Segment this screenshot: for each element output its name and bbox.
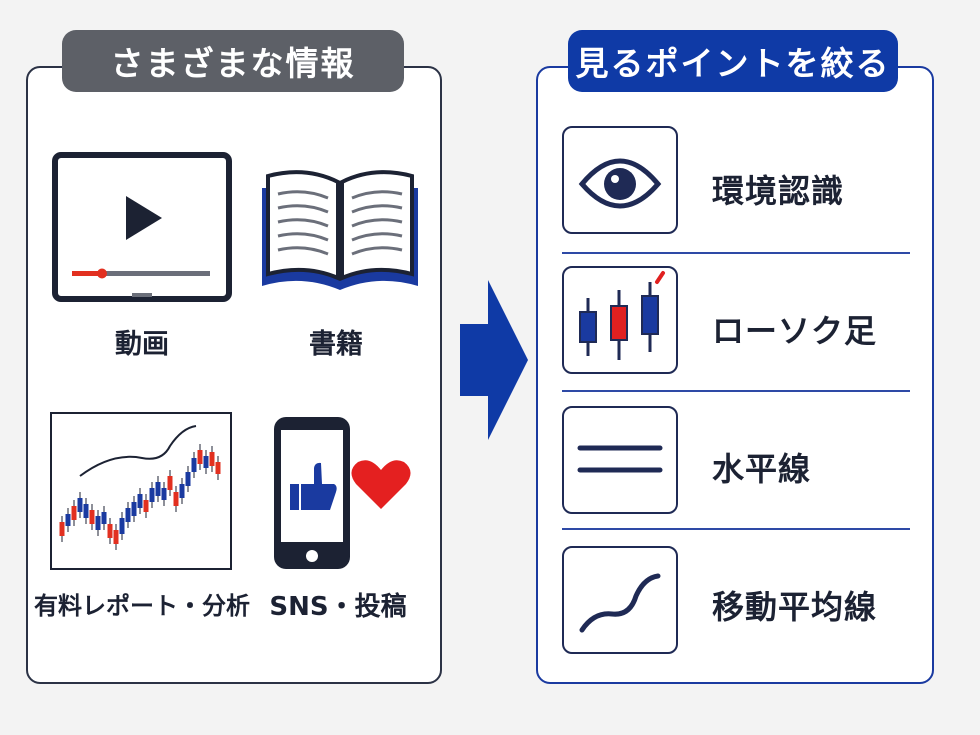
candle-body: [77, 498, 83, 512]
candle-body: [209, 452, 215, 466]
candlestick-report-icon: [50, 412, 232, 570]
candle-body: [161, 488, 167, 500]
candle-body: [203, 456, 209, 468]
candle-body: [191, 458, 197, 472]
candle-body: [113, 530, 119, 544]
candle-body: [179, 484, 185, 498]
candle-body: [197, 450, 203, 464]
smartphone-like-icon: [274, 417, 411, 569]
moving-average-label: 移動平均線: [712, 588, 878, 626]
candle-body: [95, 516, 101, 530]
candle-body: [83, 504, 89, 518]
candle-body: [215, 462, 221, 474]
divider: [562, 390, 910, 392]
horizontal-line-label: 水平線: [712, 450, 812, 488]
candle-body: [101, 512, 107, 524]
candle-body: [185, 472, 191, 486]
candle-body: [173, 492, 179, 506]
video-player-icon: [52, 152, 232, 302]
book-label: 書籍: [309, 329, 363, 360]
video-label: 動画: [115, 329, 169, 360]
candlestick-icon-box: [562, 266, 678, 374]
eye-icon: [578, 158, 662, 209]
candle-body: [59, 522, 65, 536]
candle-body: [107, 524, 113, 538]
focus-points-panel-title: 見るポイントを絞る: [568, 30, 898, 92]
right-arrow-icon: [460, 280, 528, 440]
moving-average-icon: [579, 573, 661, 633]
open-book-icon: [262, 170, 418, 290]
candle-body: [155, 482, 161, 496]
candle-body: [125, 508, 131, 522]
candle-body: [149, 488, 155, 502]
candle-body: [89, 510, 95, 524]
moving-average-icon-box: [562, 546, 678, 654]
eye-icon-box: [562, 126, 678, 234]
divider: [562, 528, 910, 530]
candle-body: [137, 494, 143, 508]
candle-body: [119, 518, 125, 534]
horizontal-lines-icon-box: [562, 406, 678, 514]
environment-recognition-label: 環境認識: [712, 172, 845, 210]
information-panel-title: さまざまな情報: [62, 30, 404, 92]
candle-body: [65, 514, 71, 526]
divider: [562, 252, 910, 254]
candle-body: [143, 500, 149, 512]
paid-report-label: 有料レポート・分析: [34, 592, 250, 620]
horizontal-lines-icon: [577, 445, 663, 473]
candlestick-label: ローソク足: [712, 312, 878, 350]
candlestick-icon: [579, 271, 665, 360]
candle-body: [167, 476, 173, 490]
candle-body: [71, 506, 77, 520]
sns-label: SNS・投稿: [269, 592, 407, 622]
candle-body: [131, 502, 137, 516]
